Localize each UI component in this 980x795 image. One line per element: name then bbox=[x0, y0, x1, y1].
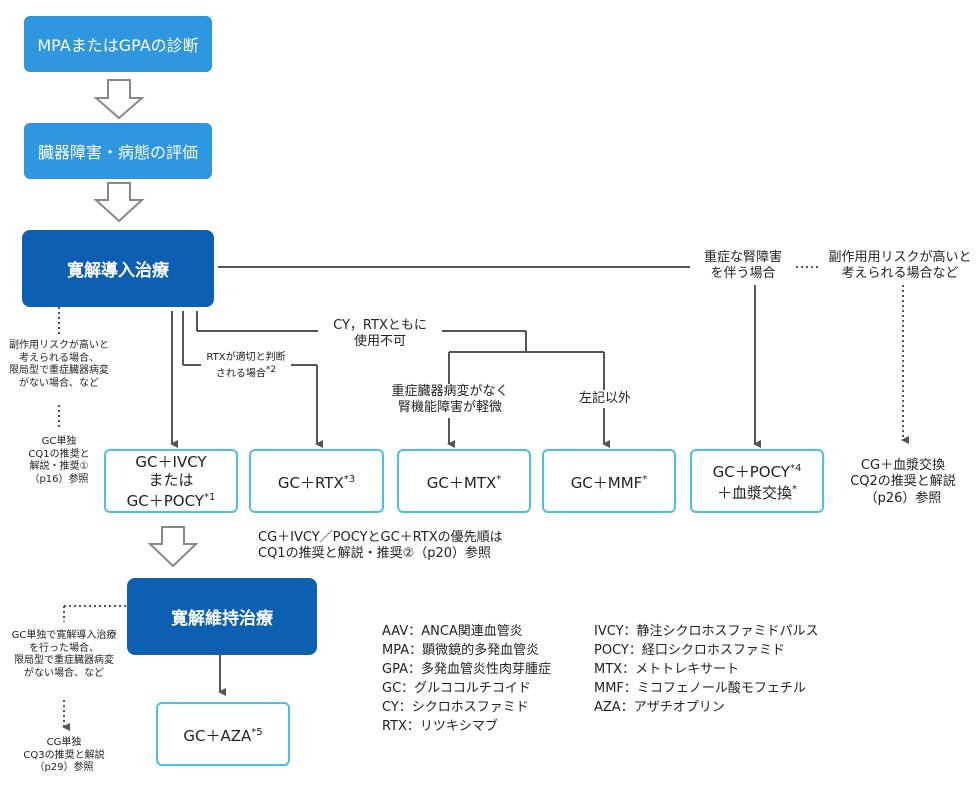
hollow-arrow bbox=[147, 526, 199, 568]
text-line: CY，RTXともに bbox=[333, 318, 427, 333]
footnote-mark: *4 bbox=[789, 463, 802, 474]
text-line: を行った場合、 bbox=[29, 642, 99, 654]
text-line: CQ1の推奨と解説・推奨②（p20）参照 bbox=[258, 546, 492, 562]
priority-note: CG＋IVCY／POCYとGC＋RTXの優先順は CQ1の推奨と解説・推奨②（p… bbox=[258, 530, 503, 563]
text-line: を伴う場合 bbox=[710, 266, 776, 282]
regimen-line: GC＋IVCY bbox=[135, 452, 207, 471]
legend-item: MPA：顕微鏡的多発血管炎 bbox=[382, 643, 540, 658]
text-line: 副作用リスクが高いと bbox=[9, 340, 109, 351]
mild-condition-label: 重症臓器病変がなく 腎機能障害が軽微 bbox=[380, 384, 520, 417]
regimen-line: GC＋RTX bbox=[277, 473, 344, 492]
text-line: される場合 bbox=[215, 367, 266, 379]
footnote-mark: *2 bbox=[265, 364, 277, 375]
diagnosis-label: MPAまたはGPAの診断 bbox=[37, 36, 199, 55]
regimen-line: GC＋POCY bbox=[712, 463, 790, 481]
footnote-mark: * bbox=[642, 473, 648, 485]
diagnosis-box: MPAまたはGPAの診断 bbox=[24, 16, 212, 72]
text-line: 重症臓器病変がなく bbox=[391, 384, 509, 399]
induction-label: 寛解導入治療 bbox=[67, 261, 169, 281]
text-line: がない場合、など bbox=[19, 377, 99, 389]
legend-item: AZA：アザチオプリン bbox=[594, 700, 725, 715]
maintenance-box: 寛解維持治療 bbox=[127, 578, 317, 655]
legend-item: CY：シクロホスファミド bbox=[382, 700, 529, 715]
text-line: CG単独 bbox=[46, 737, 82, 748]
regimen-line: GC＋MTX bbox=[426, 473, 497, 492]
legend-item: IVCY：静注シクロホスファミドパルス bbox=[594, 624, 819, 639]
regimen-line: GC＋POCY bbox=[126, 491, 204, 510]
left-result: GC単独 CQ1の推奨と 解説・推奨① （p16）参照 bbox=[0, 436, 118, 486]
footnote-mark: *5 bbox=[251, 726, 263, 738]
legend-item: RTX：リツキシマブ bbox=[382, 719, 498, 734]
right-result: CG＋血漿交換 CQ2の推奨と解説 （p26）参照 bbox=[828, 458, 978, 507]
evaluation-label: 臓器障害・病態の評価 bbox=[37, 143, 198, 162]
text-line: RTXが適切と判断 bbox=[206, 352, 286, 363]
text-line: CQ3の推奨と解説 bbox=[23, 749, 105, 761]
hollow-arrow bbox=[93, 79, 145, 120]
legend-left: AAV：ANCA関連血管炎 MPA：顕微鏡的多発血管炎 GPA：多発血管炎性肉芽… bbox=[382, 622, 551, 736]
text-line: 限局型で重症臓器病変 bbox=[14, 655, 114, 666]
text-line: 使用不可 bbox=[353, 334, 406, 350]
text-line: 考えられる場合など bbox=[841, 266, 959, 282]
maintenance-result: CG単独 CQ3の推奨と解説 （p29）参照 bbox=[10, 737, 118, 775]
legend-item: POCY：経口シクロホスファミド bbox=[594, 643, 785, 658]
text-line: 限局型で重症臓器病変 bbox=[9, 365, 109, 376]
text-line: 解説・推奨① bbox=[29, 461, 89, 472]
footnote-mark: *1 bbox=[203, 491, 216, 503]
regimen-line: または bbox=[148, 470, 194, 489]
text-line: （p26）参照 bbox=[864, 490, 942, 506]
renal-label: 重症な腎障害 を伴う場合 bbox=[690, 250, 796, 283]
maintenance-condition: GC単独で寛解導入治療 を行った場合、 限局型で重症臓器病変 がない場合、など bbox=[0, 630, 128, 680]
footnote-mark: *3 bbox=[343, 473, 356, 485]
text-line: 腎機能障害が軽微 bbox=[397, 400, 502, 416]
text-line: （p29）参照 bbox=[34, 762, 94, 773]
regimen-line: GC＋AZA bbox=[183, 726, 252, 745]
text-line: （p16）参照 bbox=[29, 473, 89, 485]
cy-rtx-unusable-label: CY，RTXともに 使用不可 bbox=[318, 318, 442, 351]
regimen-mtx-box: GC＋MTX* bbox=[397, 449, 531, 513]
text-line: CQ2の推奨と解説 bbox=[850, 474, 956, 490]
left-condition: 副作用リスクが高いと 考えられる場合、 限局型で重症臓器病変 がない場合、など bbox=[0, 340, 118, 390]
text-line: がない場合、など bbox=[24, 667, 104, 679]
regimen-rtx-box: GC＋RTX*3 bbox=[249, 449, 384, 513]
footnote-mark: * bbox=[792, 484, 797, 495]
regimen-pocy-box: GC＋POCY*4 ＋血漿交換* bbox=[690, 449, 824, 513]
evaluation-box: 臓器障害・病態の評価 bbox=[24, 123, 212, 179]
hollow-arrow bbox=[93, 182, 145, 223]
regimen-line: GC＋MMF bbox=[570, 473, 643, 492]
rtx-ok-label: RTXが適切と判断 される場合*2 bbox=[196, 352, 296, 380]
regimen-ivcy-box: GC＋IVCY または GC＋POCY*1 bbox=[104, 449, 238, 513]
legend-item: MTX：メトトレキサート bbox=[594, 662, 740, 677]
text-line: CQ1の推奨と bbox=[28, 448, 90, 460]
footnote-mark: * bbox=[496, 473, 502, 485]
other-label: 左記以外 bbox=[578, 391, 631, 406]
right-condition-label: 副作用用リスクが高いと 考えられる場合など bbox=[820, 250, 980, 283]
text-line: CG＋IVCY／POCYとGC＋RTXの優先順は bbox=[258, 530, 503, 545]
text-line: GC単独 bbox=[41, 436, 77, 447]
text-line: GC単独で寛解導入治療 bbox=[11, 630, 117, 641]
legend-item: GC：グルココルチコイド bbox=[382, 681, 531, 696]
maintenance-label: 寛解維持治療 bbox=[171, 609, 273, 629]
legend-item: MMF：ミコフェノール酸モフェチル bbox=[594, 681, 806, 696]
text-line: CG＋血漿交換 bbox=[860, 458, 946, 473]
text-line: 副作用用リスクが高いと bbox=[828, 250, 972, 265]
text-line: 重症な腎障害 bbox=[703, 250, 782, 265]
induction-box: 寛解導入治療 bbox=[22, 230, 214, 307]
regimen-aza-box: GC＋AZA*5 bbox=[156, 702, 290, 766]
regimen-mmf-box: GC＋MMF* bbox=[542, 449, 676, 513]
regimen-line: ＋血漿交換 bbox=[716, 484, 792, 502]
legend-item: AAV：ANCA関連血管炎 bbox=[382, 624, 523, 639]
legend-item: GPA：多発血管炎性肉芽腫症 bbox=[382, 662, 551, 677]
legend-right: IVCY：静注シクロホスファミドパルス POCY：経口シクロホスファミド MTX… bbox=[594, 622, 819, 717]
text-line: 考えられる場合、 bbox=[19, 352, 99, 364]
